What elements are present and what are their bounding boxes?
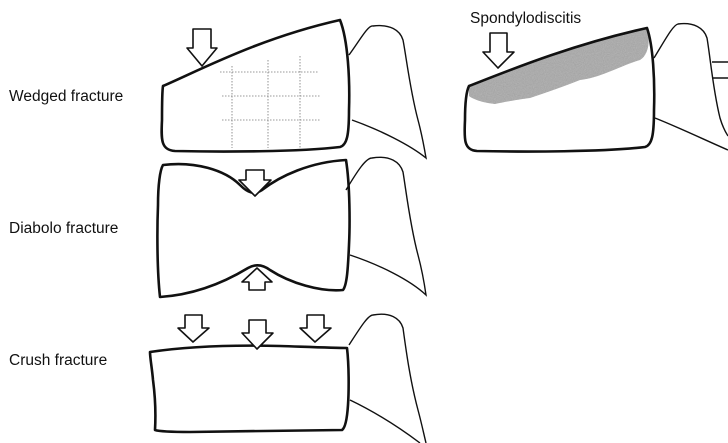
diabolo-fracture-illustration	[157, 157, 426, 297]
wedged-trabecular-grid	[220, 56, 320, 148]
compression-arrow-up-icon	[242, 268, 272, 290]
compression-arrow-down-icon	[300, 315, 331, 342]
crush-fracture-illustration	[150, 314, 426, 443]
spondylodiscitis-posterior-element	[654, 24, 728, 150]
compression-arrow-down-icon	[483, 33, 514, 68]
crush-posterior-element	[349, 314, 426, 443]
compression-arrow-down-icon	[239, 170, 271, 196]
compression-arrow-down-icon	[178, 315, 209, 342]
wedged-posterior-element	[349, 26, 426, 158]
compression-arrow-down-icon	[187, 29, 217, 66]
wedged-fracture-illustration	[162, 20, 426, 158]
spondylodiscitis-illustration	[465, 24, 728, 152]
diabolo-posterior-element	[346, 157, 426, 295]
crush-vertebral-body	[150, 346, 349, 432]
wedged-vertebral-body	[162, 20, 350, 152]
